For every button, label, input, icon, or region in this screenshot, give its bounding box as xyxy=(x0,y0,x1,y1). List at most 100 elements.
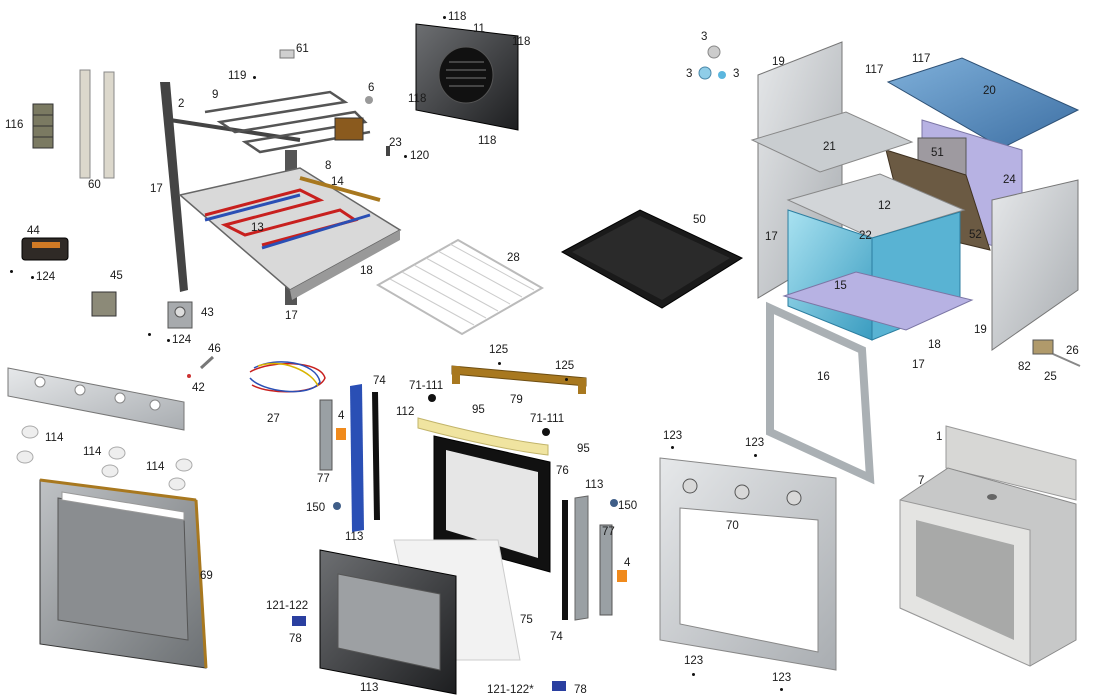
part-9-grill-heater xyxy=(204,90,371,154)
part-77-hinge-right xyxy=(599,524,613,616)
label-78b: 78 xyxy=(574,684,587,696)
label-3b: 3 xyxy=(686,68,693,80)
leader-dot xyxy=(148,333,151,336)
label-121a: 121-122 xyxy=(266,600,309,612)
leader-dot xyxy=(754,454,757,457)
leader-dot xyxy=(167,339,170,342)
label-16: 16 xyxy=(817,371,830,383)
part-77-hinge-left xyxy=(319,399,333,471)
label-13: 13 xyxy=(251,222,264,234)
part-43-timer xyxy=(167,301,193,329)
part-42-screw xyxy=(187,374,191,378)
leader-dot xyxy=(443,16,446,19)
label-44: 44 xyxy=(27,225,40,237)
label-95b: 95 xyxy=(577,443,590,455)
part-19-side-panel-right xyxy=(991,179,1079,351)
label-20: 20 xyxy=(983,85,996,97)
label-60: 60 xyxy=(88,179,101,191)
label-119: 119 xyxy=(228,70,247,82)
label-6: 6 xyxy=(368,82,375,94)
label-12: 12 xyxy=(878,200,891,212)
label-7: 7 xyxy=(918,475,925,487)
label-123b: 123 xyxy=(745,437,765,449)
part-71-left xyxy=(428,394,436,402)
label-74b: 74 xyxy=(550,631,563,643)
part-112-door-handle xyxy=(417,417,549,456)
part-control-bracket xyxy=(7,367,185,431)
label-113a: 113 xyxy=(345,531,364,543)
part-4-block-right xyxy=(617,570,627,582)
part-61-clip xyxy=(279,49,295,59)
label-3a: 3 xyxy=(701,31,708,43)
label-113c: 113 xyxy=(360,682,379,694)
leader-dot xyxy=(10,270,13,273)
part-114-knobs xyxy=(16,425,193,491)
label-19b: 19 xyxy=(974,324,987,336)
label-116: 116 xyxy=(5,119,24,131)
label-50: 50 xyxy=(693,214,706,226)
label-43: 43 xyxy=(201,307,214,319)
label-75: 75 xyxy=(520,614,533,626)
label-3c: 3 xyxy=(733,68,740,80)
part-28-wire-rack xyxy=(375,238,545,336)
label-74a: 74 xyxy=(373,375,386,387)
label-11: 11 xyxy=(473,23,485,35)
label-124a: 124 xyxy=(36,271,56,283)
part-45-switch xyxy=(91,291,117,317)
label-69: 69 xyxy=(200,570,213,582)
part-78-right xyxy=(552,681,566,691)
label-71b: 71-111 xyxy=(530,413,565,425)
part-7-outer-casing xyxy=(899,425,1077,667)
part-27-wiring-harness xyxy=(249,361,326,393)
label-118c: 118 xyxy=(408,93,427,105)
label-117b: 117 xyxy=(912,53,931,65)
label-77a: 77 xyxy=(317,473,330,485)
label-113b: 113 xyxy=(585,479,604,491)
label-82: 82 xyxy=(1018,361,1031,373)
part-78-left xyxy=(292,616,306,626)
label-2: 2 xyxy=(178,98,185,110)
part-13-bottom-heater xyxy=(204,176,381,250)
part-22-cavity-top xyxy=(786,173,966,239)
part-3-knobs xyxy=(698,45,726,80)
label-76: 76 xyxy=(556,465,569,477)
part-25-26-82-lamp xyxy=(1032,339,1081,367)
part-44-terminal-block xyxy=(21,237,69,261)
label-114c: 114 xyxy=(146,461,165,473)
label-26: 26 xyxy=(1066,345,1079,357)
label-124b: 124 xyxy=(172,334,192,346)
part-23-clip xyxy=(386,146,390,156)
part-74-gasket-left xyxy=(372,392,380,520)
label-8: 8 xyxy=(325,160,332,172)
part-69-door xyxy=(39,478,208,669)
leader-dot xyxy=(498,362,501,365)
part-2-17-frame xyxy=(160,82,402,305)
part-50-baking-tray xyxy=(560,209,744,309)
part-150-left xyxy=(333,502,341,510)
label-125b: 125 xyxy=(555,360,575,372)
label-114a: 114 xyxy=(45,432,64,444)
leader-dot xyxy=(253,76,256,79)
label-77b: 77 xyxy=(602,526,615,538)
label-118d: 118 xyxy=(478,135,497,147)
label-70: 70 xyxy=(726,520,739,532)
label-51: 51 xyxy=(931,147,944,159)
leader-dot xyxy=(671,446,674,449)
part-113-profile-right xyxy=(574,495,589,621)
leader-dot xyxy=(565,378,568,381)
label-118a: 118 xyxy=(448,11,467,23)
leader-dot xyxy=(780,688,783,691)
label-18a: 18 xyxy=(360,265,373,277)
label-23: 23 xyxy=(389,137,402,149)
label-17d: 17 xyxy=(912,359,925,371)
label-21: 21 xyxy=(823,141,836,153)
label-15: 15 xyxy=(834,280,847,292)
part-70-front-panel xyxy=(659,457,837,671)
label-123c: 123 xyxy=(684,655,704,667)
part-11-fan-cover xyxy=(415,23,519,131)
label-46: 46 xyxy=(208,343,221,355)
label-121b: 121-122* xyxy=(487,684,534,696)
leader-dot xyxy=(31,276,34,279)
